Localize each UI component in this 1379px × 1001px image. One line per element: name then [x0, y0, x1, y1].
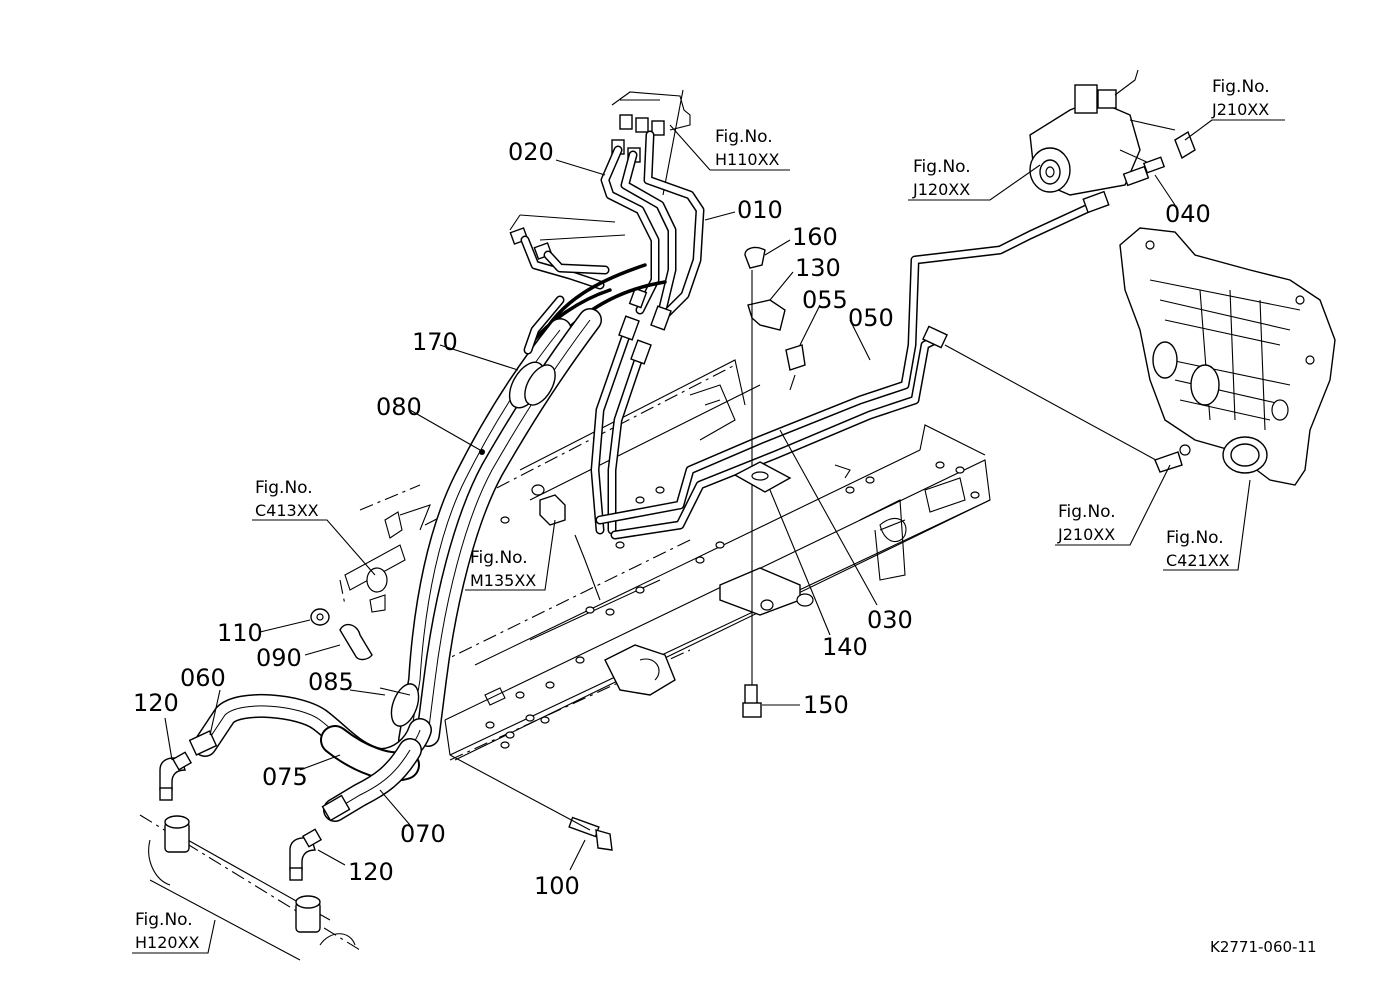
part-label-050: 050	[848, 304, 894, 332]
part-label-080: 080	[376, 393, 422, 421]
elbow-120-right	[289, 828, 323, 881]
fig-code: J210XX	[1057, 525, 1115, 544]
part-label-160: 160	[792, 223, 838, 251]
plate-140	[733, 461, 792, 493]
fig-word: Fig.No.	[715, 127, 773, 147]
fig-ref-j210-bottom: Fig.No. J210XX	[1057, 502, 1116, 544]
part-label-130: 130	[795, 254, 841, 282]
part-label-060: 060	[180, 664, 226, 692]
transmission-case-c421	[1119, 227, 1336, 486]
hoses-bottom-left	[188, 694, 432, 822]
bolt-100	[449, 754, 613, 851]
fig-code: C413XX	[255, 501, 319, 520]
part-label-110: 110	[217, 619, 263, 647]
part-number-labels: 020 010 160 130 055 050 040 170 080 030 …	[133, 138, 1211, 900]
fig-code: H110XX	[715, 150, 780, 169]
figure-references: Fig.No. H110XX Fig.No. J120XX Fig.No. J2…	[135, 77, 1270, 952]
part-label-090: 090	[256, 644, 302, 672]
part-label-030: 030	[867, 606, 913, 634]
fig-word: Fig.No.	[1058, 502, 1116, 522]
fig-code: C421XX	[1166, 551, 1230, 570]
fig-word: Fig.No.	[1166, 528, 1224, 548]
fig-word: Fig.No.	[913, 157, 971, 177]
left-bracket-assembly	[339, 504, 431, 613]
fig-code: J120XX	[912, 180, 970, 199]
fig-word: Fig.No.	[135, 910, 193, 930]
bolt-150	[742, 684, 762, 718]
fig-code: H120XX	[135, 933, 200, 952]
part-label-075: 075	[262, 763, 308, 791]
fig-ref-j120: Fig.No. J120XX	[912, 157, 971, 199]
fig-ref-j210-top: Fig.No. J210XX	[1211, 77, 1270, 119]
part-label-010: 010	[737, 196, 783, 224]
pipes-050-030	[595, 190, 1166, 540]
parts-110-090	[310, 608, 373, 661]
part-label-120-right: 120	[348, 858, 394, 886]
fig-code: J210XX	[1211, 100, 1269, 119]
part-label-150: 150	[803, 691, 849, 719]
fig-ref-c421: Fig.No. C421XX	[1166, 528, 1230, 570]
part-label-040: 040	[1165, 200, 1211, 228]
clamp-085	[379, 683, 420, 727]
fig-ref-h110: Fig.No. H110XX	[715, 127, 780, 169]
cylinder-h120	[139, 814, 361, 961]
pipes-020-010	[590, 130, 705, 535]
fig-word: Fig.No.	[470, 548, 528, 568]
upper-left-fittings	[509, 214, 626, 290]
clamp-170	[508, 361, 556, 409]
fig-ref-m135: Fig.No. M135XX	[470, 548, 536, 590]
leader-lines	[132, 119, 1285, 954]
pump-j120	[1029, 69, 1196, 196]
drawing-code: K2771-060-11	[1210, 938, 1317, 956]
fig-ref-c413: Fig.No. C413XX	[255, 478, 319, 520]
elbow-120-left	[159, 751, 193, 801]
part-label-140: 140	[822, 633, 868, 661]
part-label-055: 055	[802, 286, 848, 314]
frame-chassis	[359, 359, 991, 761]
part-label-085: 085	[308, 668, 354, 696]
part-label-100: 100	[534, 872, 580, 900]
fig-ref-h120: Fig.No. H120XX	[135, 910, 200, 952]
part-label-170: 170	[412, 328, 458, 356]
part-label-120-left: 120	[133, 689, 179, 717]
fig-word: Fig.No.	[1212, 77, 1270, 97]
part-label-070: 070	[400, 820, 446, 848]
fig-code: M135XX	[470, 571, 536, 590]
fig-word: Fig.No.	[255, 478, 313, 498]
part-label-020: 020	[508, 138, 554, 166]
